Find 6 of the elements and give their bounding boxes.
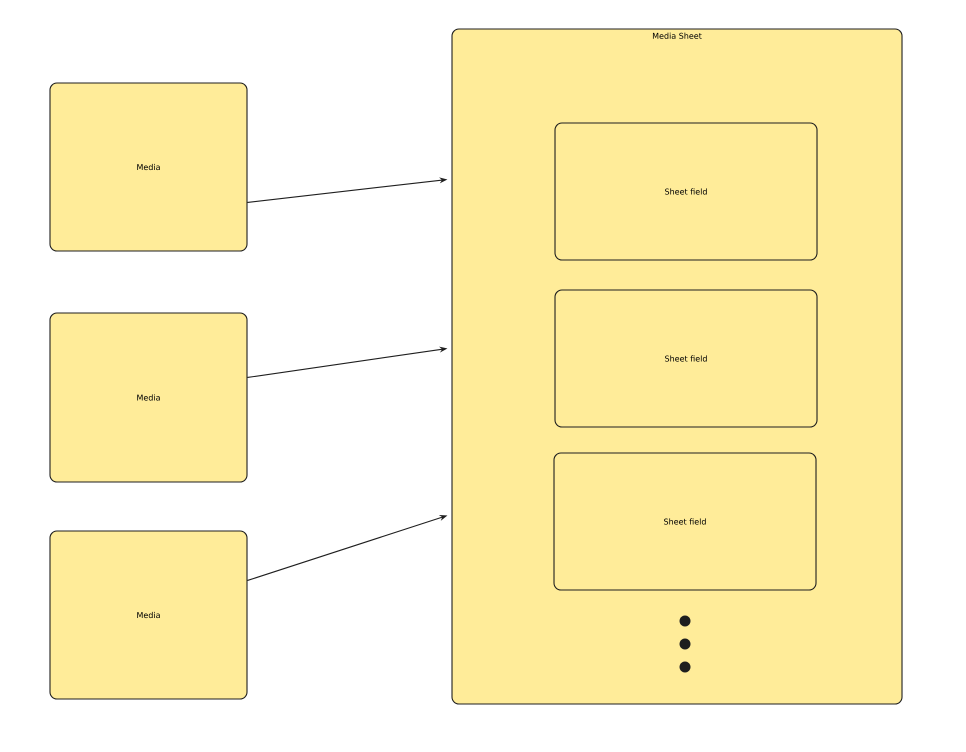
field-box: Sheet field — [554, 289, 818, 428]
media-box: Media — [49, 82, 248, 252]
media-box: Media — [49, 530, 248, 700]
field-box: Sheet field — [554, 122, 818, 261]
field-box: Sheet field — [553, 452, 817, 591]
media-box: Media — [49, 312, 248, 483]
